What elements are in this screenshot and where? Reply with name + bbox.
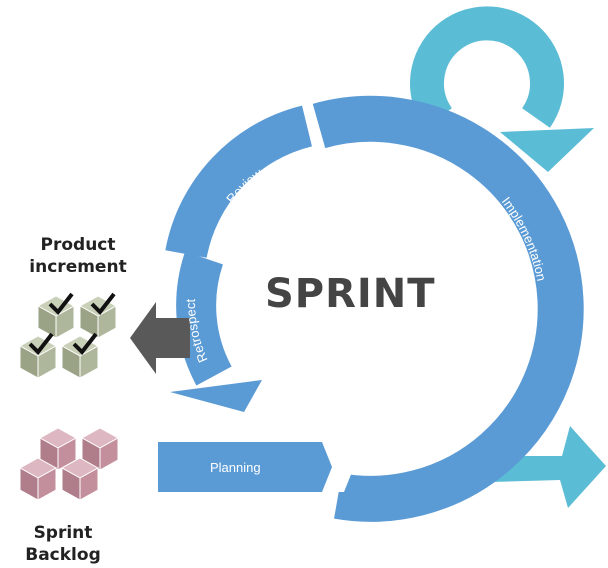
sprint-title: SPRINT (265, 271, 436, 317)
sprint-backlog-line1: Sprint (33, 523, 93, 543)
planning-chevron-gap (324, 442, 354, 492)
increment-arrow (130, 302, 190, 374)
product-increment-label: Product increment (8, 234, 148, 278)
sprint-backlog-cubes (18, 427, 120, 501)
product-increment-line2: increment (29, 257, 127, 277)
output-arrow (492, 426, 606, 508)
product-increment-cubes (18, 292, 118, 379)
review-arc (165, 105, 313, 259)
sprint-backlog-label: Sprint Backlog (8, 522, 118, 566)
retrospect-arrowhead (170, 380, 262, 412)
daily-loop-arrow (410, 6, 594, 172)
retrospect-arc (176, 251, 232, 386)
implementation-arc (312, 95, 584, 522)
planning-label: Planning (210, 460, 261, 475)
planning-bar (158, 442, 332, 492)
product-increment-line1: Product (40, 235, 116, 255)
sprint-backlog-line2: Backlog (25, 545, 101, 565)
